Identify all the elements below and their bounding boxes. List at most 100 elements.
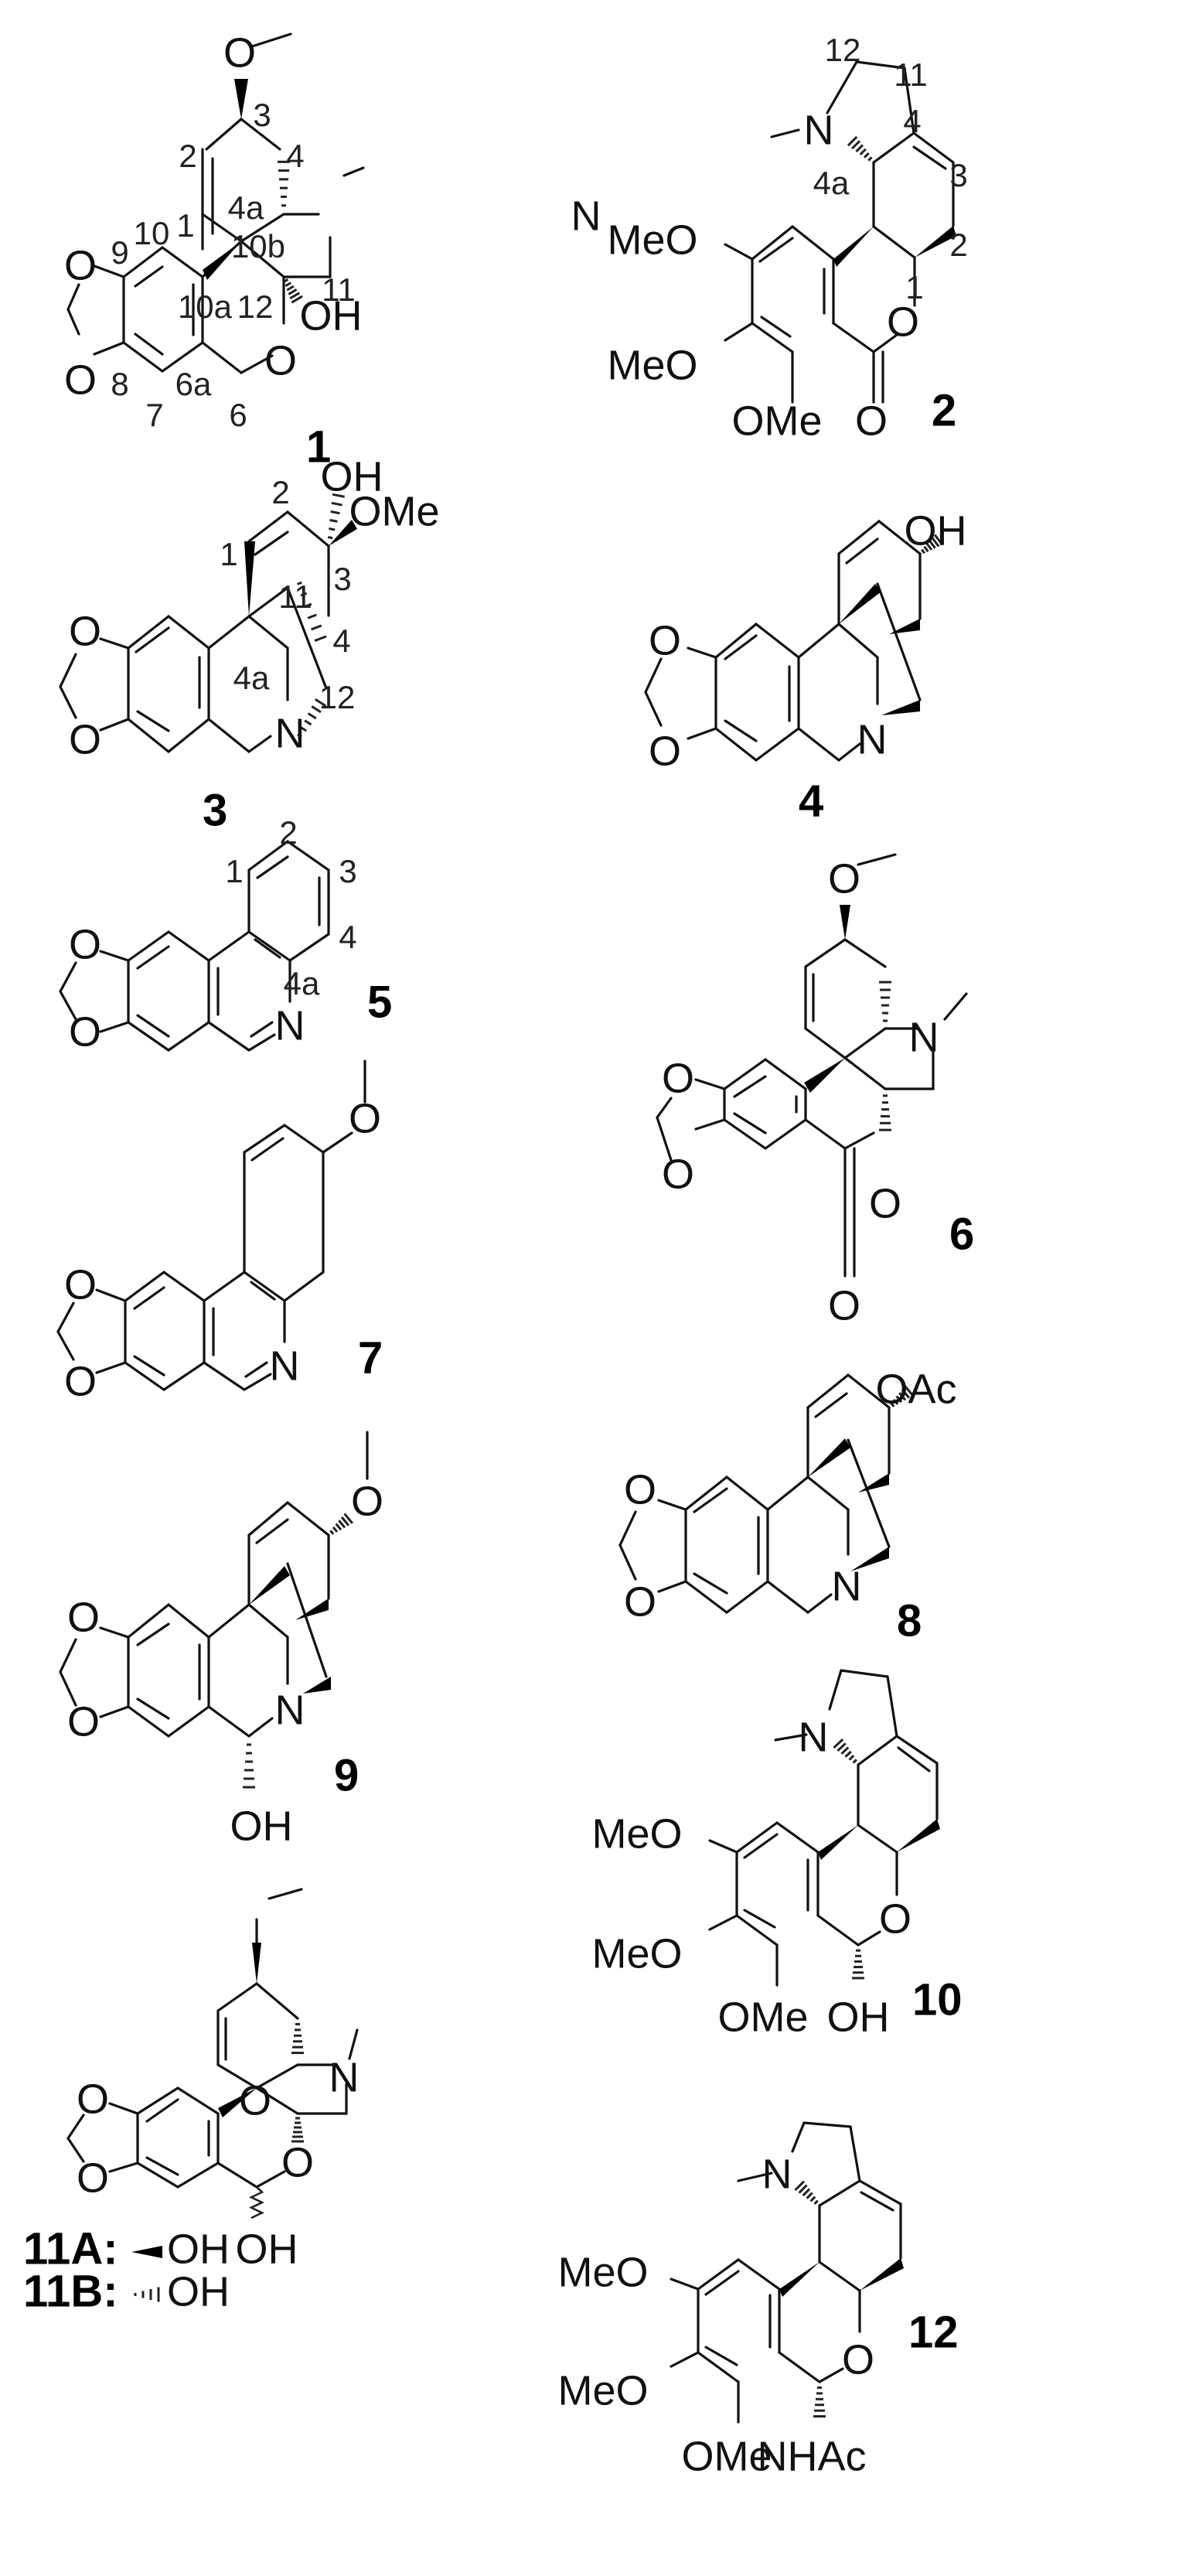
bond-line xyxy=(207,930,250,962)
bond-line xyxy=(286,1501,330,1537)
bond-line xyxy=(837,742,861,762)
bond-line xyxy=(66,283,80,311)
bond-line xyxy=(161,341,204,373)
bond-line xyxy=(837,520,881,555)
hash-bond xyxy=(335,1523,342,1531)
locant-number: 4 xyxy=(903,103,921,139)
bond-line xyxy=(806,1476,850,1511)
bond-line xyxy=(66,308,80,336)
bond-line xyxy=(135,626,170,653)
bond-line xyxy=(247,930,291,962)
atom-label: OMe xyxy=(731,397,822,444)
hash-bond xyxy=(844,1750,852,1758)
atom-label: OH xyxy=(321,453,383,500)
bond-line xyxy=(843,938,887,968)
atom-label: O xyxy=(64,1261,97,1308)
bond-line xyxy=(203,1361,246,1391)
bond-line xyxy=(697,2258,740,2291)
locant-number: 4a xyxy=(813,165,850,201)
hash-bond xyxy=(837,1742,847,1752)
bond-line xyxy=(778,2351,821,2383)
wedge-bond xyxy=(915,226,956,258)
bond-line xyxy=(806,1373,850,1409)
hash-bond xyxy=(289,292,301,300)
bond-line xyxy=(283,1124,325,1154)
bond-line xyxy=(903,67,915,135)
locant-number: 3 xyxy=(949,157,967,193)
bond-line xyxy=(764,1058,807,1090)
atom-label: O xyxy=(662,1151,694,1197)
locant-number: 2 xyxy=(949,227,967,263)
bond-line xyxy=(176,2086,220,2115)
bond-line xyxy=(127,930,170,962)
hash-bond xyxy=(904,1385,914,1397)
bond-line xyxy=(816,1914,860,1947)
bond-line xyxy=(733,1075,767,1098)
wavy-bond xyxy=(248,2186,265,2219)
bond-line xyxy=(250,1281,276,1301)
bond-line xyxy=(124,1361,165,1391)
bond-line xyxy=(207,615,250,650)
wedge-bond xyxy=(881,700,920,715)
atom-label: O xyxy=(855,397,888,444)
bond-line xyxy=(255,2086,299,2115)
bond-line xyxy=(216,2161,258,2189)
bond-line xyxy=(136,945,170,970)
bond-line xyxy=(255,2063,299,2090)
bond-line xyxy=(167,718,210,753)
hash-bond xyxy=(898,1392,907,1401)
bond-line xyxy=(162,1271,206,1302)
bond-line xyxy=(797,623,840,659)
atom-label: OMe xyxy=(349,488,439,534)
atom-label: O xyxy=(69,716,101,763)
bond-line xyxy=(99,718,130,732)
bond-line xyxy=(56,1302,75,1333)
locant-number: 1 xyxy=(905,269,923,305)
bond-line xyxy=(240,213,285,243)
atom-label: OMe xyxy=(717,1994,808,2040)
hash-bond xyxy=(867,156,873,162)
bond-line xyxy=(818,2179,861,2207)
atom-label: OMe xyxy=(681,2433,772,2479)
bond-line xyxy=(254,938,281,959)
bond-line xyxy=(286,1562,328,1678)
atom-label: O xyxy=(624,1466,656,1513)
bond-line xyxy=(348,2028,359,2060)
locant-number: 6 xyxy=(229,397,247,433)
hash-bond xyxy=(890,1402,895,1407)
bond-line xyxy=(708,1839,738,1854)
bond-line xyxy=(644,657,663,694)
bond-line xyxy=(247,840,289,872)
hash-bond xyxy=(901,1388,911,1399)
locant-number: 10b xyxy=(231,228,285,264)
bond-line xyxy=(751,225,794,261)
locant-number: 4 xyxy=(286,138,304,174)
hash-bond xyxy=(327,536,333,540)
wedge-bond xyxy=(808,1438,850,1477)
atom-label: O xyxy=(77,2076,109,2122)
bond-line xyxy=(59,653,77,688)
atom-label: N xyxy=(275,710,305,756)
bond-line xyxy=(240,118,281,151)
bond-line xyxy=(207,1705,250,1738)
wedge-bond xyxy=(897,1819,940,1852)
bond-line xyxy=(912,145,947,170)
hash-bond xyxy=(297,581,302,585)
bond-line xyxy=(843,1131,875,1150)
atom-label: N xyxy=(275,1002,305,1049)
bond-line xyxy=(255,1518,289,1544)
bond-line xyxy=(247,1501,289,1537)
locant-number: 10 xyxy=(134,215,170,251)
bond-line xyxy=(618,1544,637,1581)
bond-line xyxy=(95,1288,127,1302)
wedge-bond-icon xyxy=(131,2246,162,2258)
hash-bond xyxy=(892,1398,899,1405)
atom-label: O xyxy=(828,855,860,902)
atom-label: O xyxy=(879,1895,911,1942)
hash-bond xyxy=(895,1395,903,1404)
atom-label: OH xyxy=(236,2226,298,2272)
locant-number: 10a xyxy=(178,288,233,325)
